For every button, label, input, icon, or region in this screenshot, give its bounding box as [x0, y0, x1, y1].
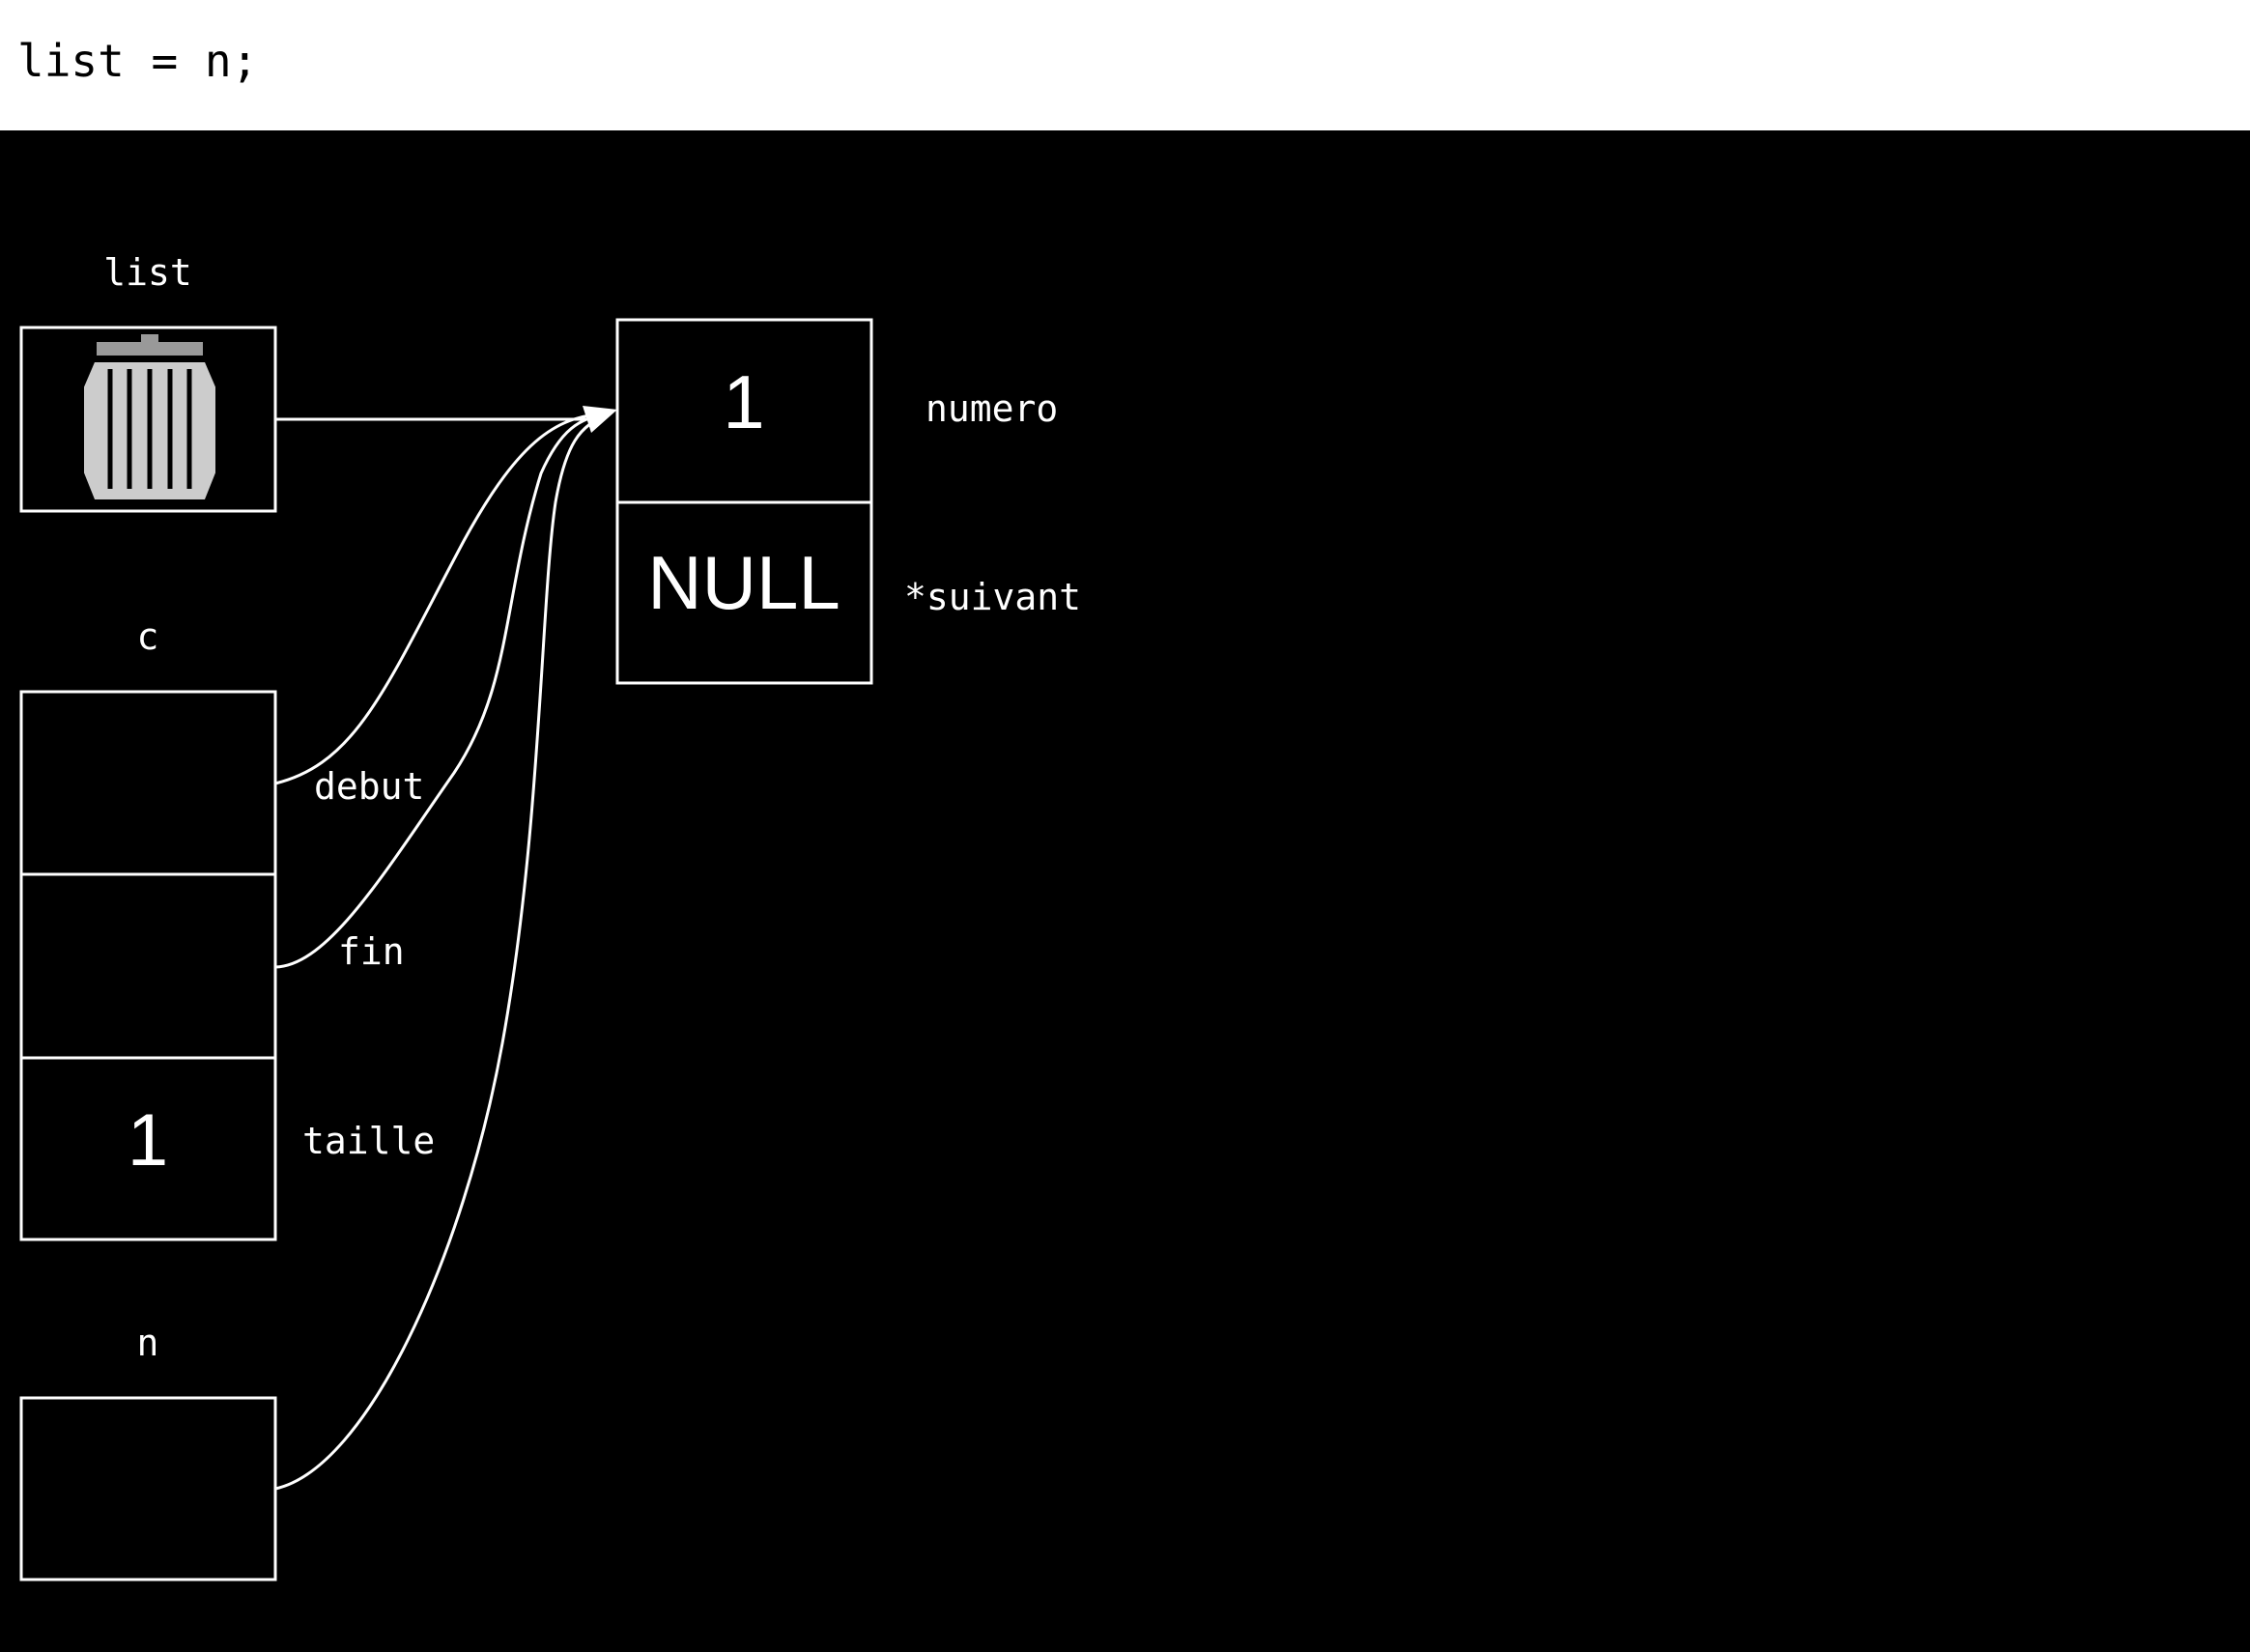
pointer-debut-arrow [274, 412, 610, 785]
code-line: list = n; [17, 35, 259, 87]
taille-value: 1 [127, 1099, 169, 1182]
arrowhead [583, 406, 617, 433]
field-taille-label: taille [302, 1120, 436, 1162]
pointer-fin-arrow [274, 412, 610, 969]
field-fin-label: fin [338, 930, 405, 973]
trash-icon [78, 334, 221, 505]
pointer-n-arrow [274, 413, 610, 1491]
field-debut-label: debut [314, 765, 425, 808]
n-box [19, 1396, 277, 1581]
n-label: n [136, 1322, 159, 1364]
numero-value: 1 [723, 359, 765, 444]
list-label: list [103, 251, 192, 294]
field-numero-label: numero [926, 387, 1059, 430]
field-suivant-label: *suivant [904, 576, 1082, 618]
code-header: list = n; [0, 0, 2250, 130]
c-label: c [136, 615, 159, 658]
suivant-value: NULL [647, 540, 840, 625]
